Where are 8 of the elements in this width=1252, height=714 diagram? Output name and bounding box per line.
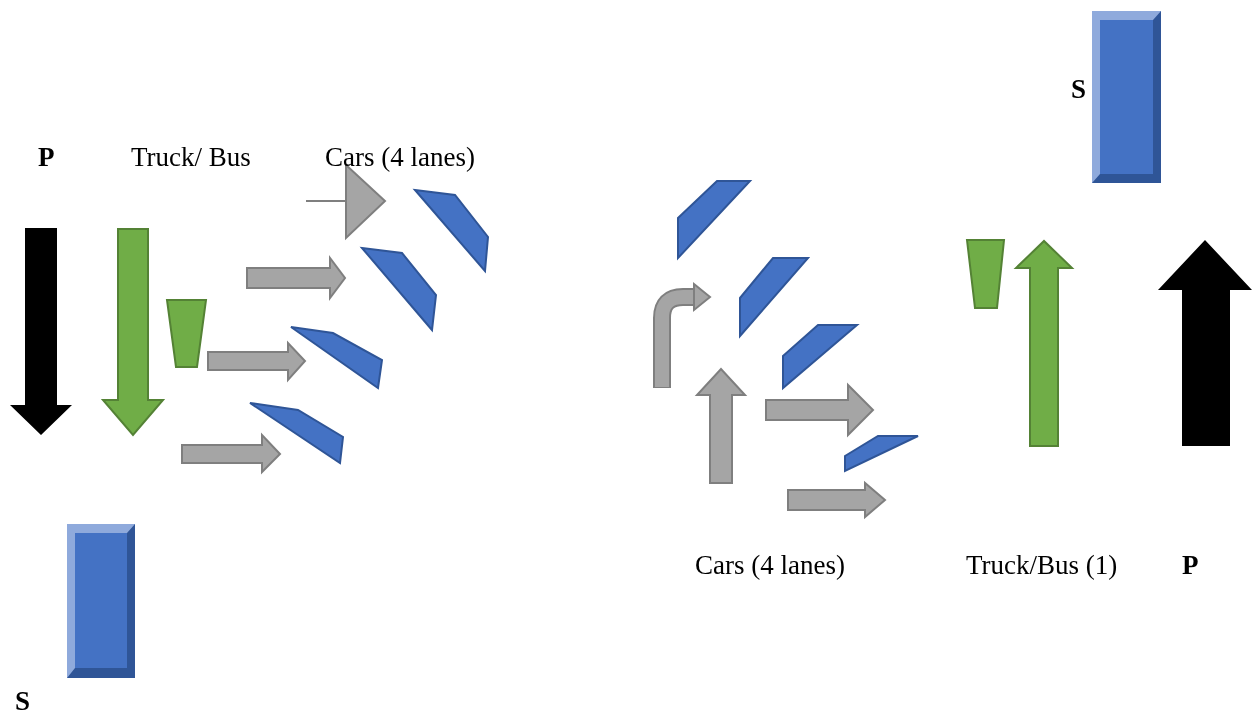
label-text: Truck/ Bus xyxy=(131,142,251,172)
label-text: Cars (4 lanes) xyxy=(695,550,845,580)
label-text: S xyxy=(15,686,31,714)
label-text: Cars (4 lanes) xyxy=(325,142,475,172)
label-text: P xyxy=(1182,550,1199,580)
label-text: Truck/Bus (1) xyxy=(966,550,1118,580)
label-text: P xyxy=(38,142,55,172)
label-text: S xyxy=(1071,74,1087,104)
